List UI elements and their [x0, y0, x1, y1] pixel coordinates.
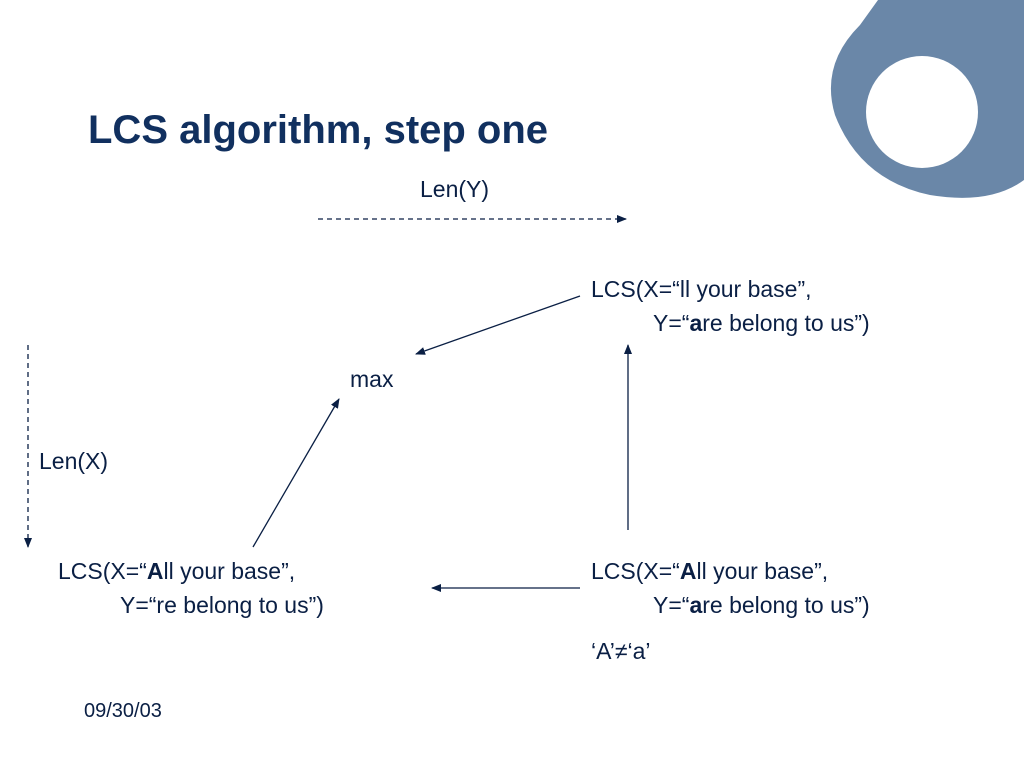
len-x-label: Len(X)	[39, 448, 109, 474]
node-bottom-right-line1: LCS(X=“All your base”,	[591, 558, 829, 584]
node-top-right: LCS(X=“ll your base”, Y=“are belong to u…	[591, 272, 870, 340]
node-bottom-right: LCS(X=“All your base”, Y=“are belong to …	[591, 554, 870, 622]
max-label: max	[350, 366, 394, 392]
slide-date: 09/30/03	[84, 700, 162, 722]
node-top-right-line1: LCS(X=“ll your base”,	[591, 276, 812, 302]
bottomleft-to-max-arrow	[252, 398, 340, 548]
len-y-label: Len(Y)	[420, 176, 490, 202]
node-top-right-line2: Y=“are belong to us”)	[653, 310, 870, 336]
node-bottom-left-line1: LCS(X=“All your base”,	[58, 558, 296, 584]
node-bottom-right-line2: Y=“are belong to us”)	[653, 592, 870, 618]
node-bottom-left-line2: Y=“re belong to us”)	[120, 592, 324, 618]
logo-ring-hole	[866, 56, 978, 168]
topright-to-max-arrow	[415, 295, 581, 355]
node-bottom-left: LCS(X=“All your base”, Y=“re belong to u…	[58, 554, 324, 622]
slide-title: LCS algorithm, step one	[88, 108, 549, 152]
inequality-label: ‘A’≠‘a’	[591, 638, 651, 664]
